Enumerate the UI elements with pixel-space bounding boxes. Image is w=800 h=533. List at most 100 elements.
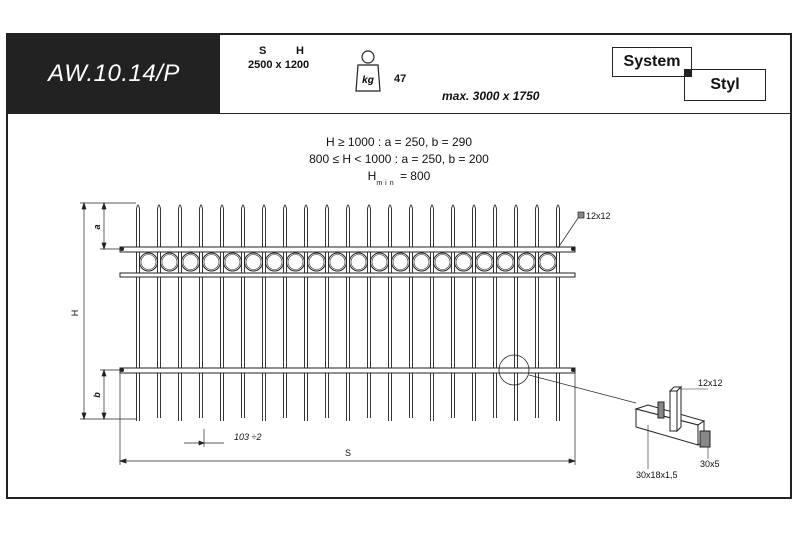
dimension-h bbox=[80, 201, 136, 421]
fence-bar bbox=[325, 204, 329, 418]
fence-ring bbox=[286, 252, 305, 272]
label-a: a bbox=[92, 224, 102, 229]
fence-ring bbox=[139, 252, 158, 272]
fence-bar bbox=[157, 204, 161, 418]
fence-ring-inner bbox=[266, 254, 283, 270]
fence-ring bbox=[517, 252, 536, 272]
fence-ring bbox=[202, 252, 221, 272]
fence-ring bbox=[391, 252, 410, 272]
fence-drawing: H a b S bbox=[70, 201, 723, 480]
formula-line-1: H ≥ 1000 : a = 250, b = 290 bbox=[325, 135, 473, 149]
fence-bar bbox=[388, 204, 392, 421]
fence-ring bbox=[160, 252, 179, 272]
fence-ring-inner bbox=[245, 254, 262, 270]
top-rail bbox=[119, 246, 576, 278]
detail-rail-label: 30x18x1,5 bbox=[636, 470, 678, 480]
fence-ring-inner bbox=[476, 254, 493, 270]
detail-leader bbox=[528, 374, 637, 404]
fence-bar bbox=[220, 204, 224, 421]
fence-bar bbox=[199, 204, 203, 418]
dimensions: 2500 x 1200 bbox=[248, 59, 310, 71]
fence-ring bbox=[496, 252, 515, 272]
formula-h: H bbox=[367, 169, 377, 183]
fence-ring-inner bbox=[140, 254, 157, 270]
formula-line-2: 800 ≤ H < 1000 : a = 250, b = 200 bbox=[309, 152, 489, 166]
fence-ring-inner bbox=[287, 254, 304, 270]
fence-ring bbox=[454, 252, 473, 272]
fence-bar bbox=[367, 204, 371, 418]
fence-bar bbox=[262, 204, 266, 421]
dimension-b bbox=[100, 368, 120, 421]
fence-ring bbox=[349, 252, 368, 272]
fence-ring-inner bbox=[413, 254, 430, 270]
detail-bar-label: 12x12 bbox=[698, 378, 723, 388]
fence-ring bbox=[475, 252, 494, 272]
fence-ring-inner bbox=[161, 254, 178, 270]
label-b: b bbox=[92, 392, 102, 398]
fence-ring-inner bbox=[434, 254, 451, 270]
fence-ring bbox=[265, 252, 284, 272]
fence-ring-inner bbox=[518, 254, 535, 270]
fence-bar bbox=[493, 204, 497, 418]
max-size: max. 3000 x 1750 bbox=[442, 89, 540, 103]
fence-bar bbox=[430, 204, 434, 421]
fence-ring-inner bbox=[497, 254, 514, 270]
fence-bar bbox=[472, 204, 476, 421]
header: AW.10.14/P S H 2500 x 1200 kg 47 max. 30… bbox=[8, 35, 790, 114]
fence-bar bbox=[304, 204, 308, 421]
detail-view bbox=[634, 385, 711, 448]
bottom-rail bbox=[119, 367, 576, 374]
fence-ring-inner bbox=[539, 254, 556, 270]
fence-ring-inner bbox=[392, 254, 409, 270]
weight-icon: kg bbox=[355, 50, 381, 92]
label-h: H bbox=[70, 310, 80, 317]
brand-styl: Styl bbox=[684, 69, 766, 101]
brand-system: System bbox=[612, 47, 692, 77]
dimension-a bbox=[100, 201, 120, 251]
fence-ring-inner bbox=[203, 254, 220, 270]
formula-rest: = 800 bbox=[396, 169, 431, 183]
detail-flat-label: 30x5 bbox=[700, 459, 720, 469]
detail-marker bbox=[498, 354, 530, 386]
rail-screw bbox=[120, 368, 124, 372]
fence-ring-inner bbox=[224, 254, 241, 270]
formula-sub: min bbox=[376, 180, 397, 187]
fence-ring-inner bbox=[329, 254, 346, 270]
fence-ring-inner bbox=[182, 254, 199, 270]
fence-ring-inner bbox=[371, 254, 388, 270]
fence-bar bbox=[346, 204, 350, 421]
fence-bar bbox=[514, 204, 518, 421]
ring-row bbox=[139, 252, 557, 272]
fence-bar bbox=[241, 204, 245, 418]
s-label: S bbox=[259, 45, 267, 57]
formula-line-3: Hmin = 800 bbox=[8, 169, 790, 187]
fence-bars bbox=[136, 204, 560, 421]
fence-bar bbox=[283, 204, 287, 418]
fence-ring bbox=[370, 252, 389, 272]
fence-ring bbox=[307, 252, 326, 272]
drawing-sheet: AW.10.14/P S H 2500 x 1200 kg 47 max. 30… bbox=[6, 33, 792, 499]
fence-ring-inner bbox=[308, 254, 325, 270]
label-s: S bbox=[345, 448, 351, 458]
fence-bar bbox=[409, 204, 413, 418]
rail-screw bbox=[571, 368, 575, 372]
product-code: AW.10.14/P bbox=[8, 35, 220, 113]
fence-bar bbox=[178, 204, 182, 421]
fence-ring-inner bbox=[350, 254, 367, 270]
fence-ring bbox=[328, 252, 347, 272]
fence-bar bbox=[136, 204, 140, 421]
kg-label: kg bbox=[362, 75, 374, 86]
bar-section-callout bbox=[557, 211, 585, 249]
fence-bar bbox=[556, 204, 560, 421]
rail-screw bbox=[571, 247, 575, 251]
fence-ring-inner bbox=[455, 254, 472, 270]
fence-ring bbox=[538, 252, 557, 272]
weight-value: 47 bbox=[394, 73, 407, 85]
rail-screw bbox=[120, 247, 124, 251]
fence-ring bbox=[244, 252, 263, 272]
h-label: H bbox=[296, 45, 304, 57]
dimension-s bbox=[118, 373, 577, 465]
fence-bar bbox=[451, 204, 455, 418]
fence-ring bbox=[433, 252, 452, 272]
fence-ring bbox=[223, 252, 242, 272]
